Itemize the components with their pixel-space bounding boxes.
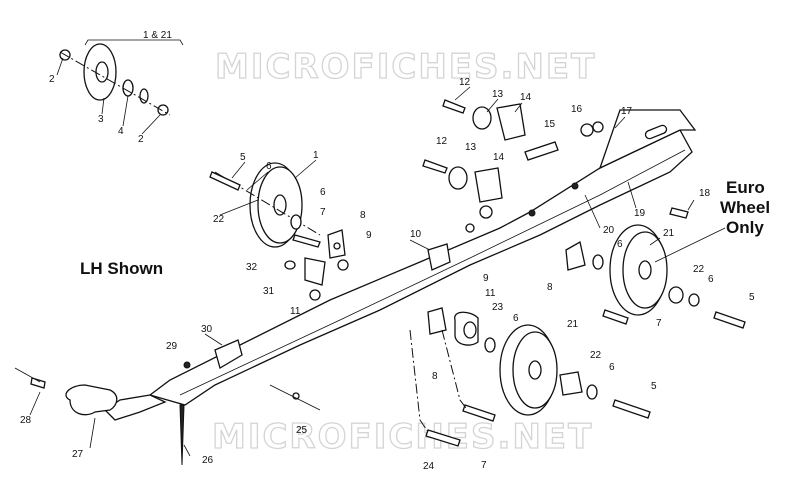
rail-tip-bumper <box>65 384 118 416</box>
callout-13a: 13 <box>492 89 504 100</box>
callout-11a: 11 <box>290 306 301 317</box>
callout-21b: 21 <box>567 319 579 330</box>
callout-11b: 11 <box>485 288 496 299</box>
callout-13b: 13 <box>465 142 477 153</box>
rail-block-10 <box>427 243 451 271</box>
leader-lines <box>29 57 695 457</box>
washer-6-front <box>290 214 302 230</box>
callout-9a: 9 <box>366 230 372 241</box>
callout-20: 20 <box>603 225 615 236</box>
callout-8b: 8 <box>547 282 553 293</box>
callout-31: 31 <box>263 286 275 297</box>
euro-label-line1: Euro <box>726 178 765 197</box>
callout-21a: 21 <box>663 228 675 239</box>
callout-1: 1 <box>313 150 319 161</box>
callout-26: 26 <box>202 455 214 466</box>
nut-9-mid <box>479 205 493 219</box>
callout-10: 10 <box>410 229 422 240</box>
clip-29 <box>183 361 191 369</box>
bolt-7-front <box>292 234 321 248</box>
callout-15: 15 <box>544 119 556 130</box>
callout-8c: 8 <box>432 371 438 382</box>
callout-32: 32 <box>246 262 258 273</box>
nut-32 <box>284 260 296 270</box>
lh-shown-label: LH Shown <box>80 259 163 278</box>
callout-14b: 14 <box>493 152 505 163</box>
bolt-28 <box>30 377 46 389</box>
callout-30: 30 <box>201 324 213 335</box>
nut-11-mid <box>465 223 475 233</box>
callout-22a: 22 <box>213 214 225 225</box>
callout-18: 18 <box>699 188 711 199</box>
callout-6e: 6 <box>513 313 519 324</box>
rivet-20a <box>528 209 536 217</box>
nut-11-front <box>309 289 321 301</box>
detail-inset <box>59 39 184 116</box>
idler-wheel-rear <box>409 307 651 447</box>
callout-5b: 5 <box>749 292 755 303</box>
callout-27: 27 <box>72 449 84 460</box>
callout-25: 25 <box>296 425 308 436</box>
callout-12a: 12 <box>459 77 471 88</box>
callout-labels: 1 & 21 2 3 4 2 5 6 1 6 7 22 8 9 32 31 11… <box>20 30 755 472</box>
callout-24: 24 <box>423 461 435 472</box>
pin-18 <box>669 207 689 219</box>
callout-5a: 5 <box>240 152 246 163</box>
callout-6c: 6 <box>617 239 623 250</box>
watermark-top: MICROFICHES.NET <box>215 47 596 87</box>
callout-2a: 2 <box>49 74 55 85</box>
callout-3: 3 <box>98 114 104 125</box>
screw-26 <box>179 404 185 466</box>
rivet-20b <box>571 182 579 190</box>
euro-label-line2: Wheel <box>720 198 770 217</box>
idler-wheel-euro <box>565 224 746 329</box>
idler-wheel-front <box>214 162 321 248</box>
callout-detail: 1 & 21 <box>143 30 172 41</box>
callout-22c: 22 <box>590 350 602 361</box>
watermark-bottom: MICROFICHES.NET <box>212 417 593 457</box>
callout-6f: 6 <box>609 362 615 373</box>
euro-label-line3: Only <box>726 218 764 237</box>
callout-6b: 6 <box>320 187 326 198</box>
upper-mounts <box>422 99 604 203</box>
callout-6d: 6 <box>708 274 714 285</box>
callout-6a: 6 <box>266 161 272 172</box>
callout-19: 19 <box>634 208 646 219</box>
callout-16: 16 <box>571 104 583 115</box>
slide-rail <box>103 109 697 421</box>
callout-4: 4 <box>118 126 124 137</box>
callout-23: 23 <box>492 302 504 313</box>
callout-2b: 2 <box>138 134 144 145</box>
callout-14a: 14 <box>520 92 532 103</box>
bolt-5-front <box>209 171 241 191</box>
callout-12b: 12 <box>436 136 448 147</box>
rail-block-30 <box>214 339 243 369</box>
callout-28: 28 <box>20 415 32 426</box>
nut-9-front <box>337 259 349 271</box>
callout-8a: 8 <box>360 210 366 221</box>
callout-17: 17 <box>621 106 633 117</box>
callout-7a: 7 <box>320 207 326 218</box>
callout-7c: 7 <box>481 460 487 471</box>
callout-7b: 7 <box>656 318 662 329</box>
plate-31 <box>304 257 326 286</box>
callout-22b: 22 <box>693 264 705 275</box>
callout-5c: 5 <box>651 381 657 392</box>
callout-9b: 9 <box>483 273 489 284</box>
callout-29: 29 <box>166 341 178 352</box>
